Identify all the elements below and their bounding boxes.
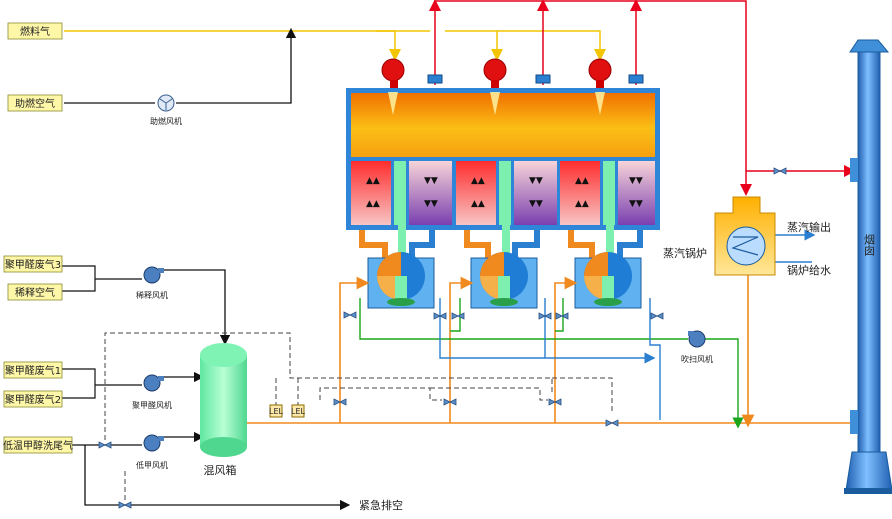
rotary-valve-2 [470, 252, 538, 309]
methanol-tail-gas-label: 低温甲醇洗尾气 [3, 439, 73, 452]
svg-text:▲▲: ▲▲ [471, 176, 485, 186]
valves[interactable] [98, 167, 787, 509]
lel-analyzer-1-label: LEL [269, 407, 284, 416]
clean-gas-lines [439, 229, 816, 420]
burner-2 [483, 58, 507, 115]
lel-analyzers: LEL LEL [269, 404, 306, 418]
steam-boiler-label: 蒸汽锅炉 [663, 246, 707, 260]
mixing-box-label: 混风箱 [204, 463, 237, 477]
purge-fan-label: 吹扫风机 [681, 354, 713, 364]
svg-text:▼▼: ▼▼ [529, 176, 543, 186]
svg-text:▼▼: ▼▼ [529, 199, 543, 209]
waste-gas-3-label: 聚甲醛废气3 [5, 258, 61, 271]
burner-3 [588, 58, 612, 115]
rotary-valve-3 [574, 252, 642, 309]
waste-gas-2-label: 聚甲醛废气2 [5, 393, 61, 406]
svg-text:▲▲: ▲▲ [575, 199, 589, 209]
control-signal-lines [104, 332, 613, 500]
dilution-fan-icon [143, 266, 164, 284]
boiler-feed-label: 锅炉给水 [787, 264, 831, 277]
svg-text:▲▲: ▲▲ [471, 199, 485, 209]
rotary-valve-1 [367, 252, 435, 309]
svg-text:▼▼: ▼▼ [424, 176, 438, 186]
fuel-gas-line [64, 30, 606, 61]
pom-fan-label: 聚甲醛风机 [132, 400, 172, 410]
svg-text:▲▲: ▲▲ [366, 199, 380, 209]
steam-out-label: 蒸汽输出 [787, 220, 831, 234]
combustion-fan-icon [157, 94, 175, 112]
combustion-air-label: 助燃空气 [15, 97, 55, 110]
fuel-gas-label: 燃料气 [20, 25, 50, 38]
waste-gas-main-line [247, 262, 858, 428]
purge-fan-icon [688, 330, 706, 348]
svg-text:▼▼: ▼▼ [424, 199, 438, 209]
input-boxes [3, 22, 73, 454]
emergency-vent-label: 紧急排空 [359, 498, 403, 512]
svg-text:▼▼: ▼▼ [629, 199, 643, 209]
combustion-air-line [64, 27, 297, 104]
bed-ducts [359, 225, 643, 265]
svg-text:▲▲: ▲▲ [575, 176, 589, 186]
regenerator-beds: ▲▲ ▲▲ ▼▼ ▼▼ ▲▲ ▲▲ ▼▼ ▼▼ ▲▲ ▲▲ ▼▼ ▼▼ [351, 161, 655, 225]
chimney [844, 39, 892, 494]
methanol-fan-icon [143, 434, 164, 452]
steam-boiler [714, 196, 776, 276]
dilution-air-label: 稀释空气 [15, 286, 55, 299]
hot-flue-lines [429, 0, 856, 196]
top-dampers [427, 74, 644, 84]
combustion-fan-label: 助燃风机 [150, 116, 182, 126]
burner-1 [381, 58, 405, 115]
waste-gas-1-label: 聚甲醛废气1 [5, 364, 61, 377]
pom-fan-icon [143, 374, 164, 392]
svg-text:▲▲: ▲▲ [366, 176, 380, 186]
dilution-fan-label: 稀释风机 [136, 290, 168, 300]
mixing-box [200, 343, 247, 457]
purge-lines [359, 298, 744, 429]
svg-text:▼▼: ▼▼ [629, 176, 643, 186]
lel-analyzer-2-label: LEL [291, 407, 306, 416]
methanol-fan-label: 低甲风机 [136, 460, 168, 470]
chimney-label: 烟囱 [863, 233, 876, 256]
